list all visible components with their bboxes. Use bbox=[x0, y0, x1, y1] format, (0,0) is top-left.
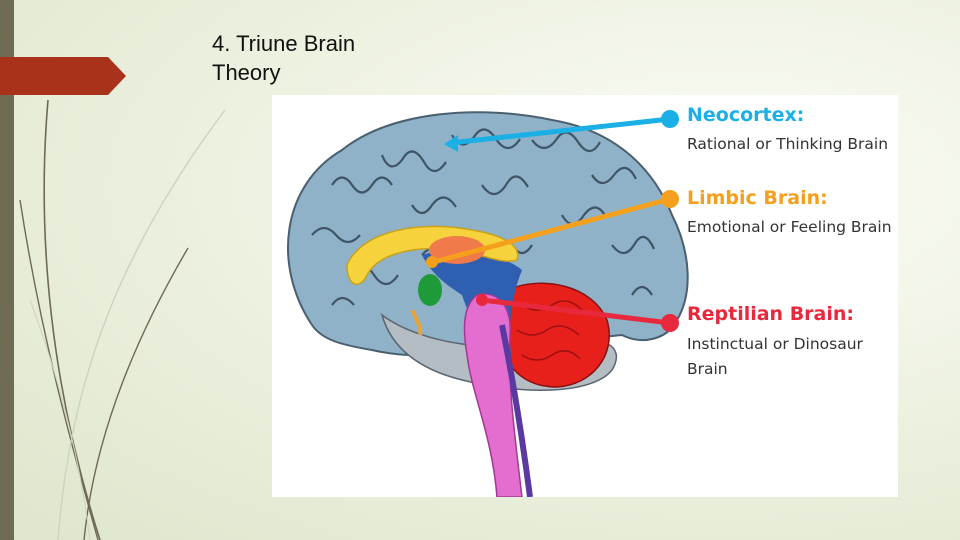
limbic-pointer bbox=[429, 196, 671, 266]
reptilian-pointer bbox=[481, 297, 671, 326]
decorative-lines bbox=[19, 99, 226, 540]
neocortex-title: Neocortex: bbox=[687, 104, 805, 126]
limbic-subtitle: Emotional or Feeling Brain bbox=[687, 218, 892, 236]
neocortex-arrowhead bbox=[444, 135, 458, 152]
reptilian-subtitle-line1: Instinctual or Dinosaur bbox=[687, 335, 863, 353]
neocortex-subtitle: Rational or Thinking Brain bbox=[687, 135, 889, 153]
neocortex-dot bbox=[661, 110, 679, 128]
limbic-title: Limbic Brain: bbox=[687, 187, 828, 209]
title-line-2: Theory bbox=[212, 60, 281, 85]
pituitary-stalk bbox=[410, 309, 423, 336]
spinal-cord bbox=[499, 324, 533, 497]
amygdala bbox=[418, 274, 442, 306]
reptilian-dot bbox=[661, 314, 679, 332]
title-line-1: 4. Triune Brain bbox=[212, 31, 356, 56]
brain-diagram: Neocortex: Rational or Thinking Brain Li… bbox=[272, 95, 898, 497]
reptilian-start-dot bbox=[476, 294, 488, 306]
limbic-dot bbox=[661, 190, 679, 208]
brain-illustration bbox=[287, 110, 689, 497]
reptilian-subtitle-line2: Brain bbox=[687, 360, 728, 378]
neocortex-pointer bbox=[449, 116, 671, 146]
left-accent-bar bbox=[0, 0, 14, 540]
title-arrow-tab bbox=[0, 57, 126, 95]
reptilian-title: Reptilian Brain: bbox=[687, 303, 855, 325]
slide-title: 4. Triune Brain Theory bbox=[212, 29, 432, 87]
limbic-start-dot bbox=[426, 256, 438, 268]
cerebellum-folds bbox=[516, 300, 583, 361]
